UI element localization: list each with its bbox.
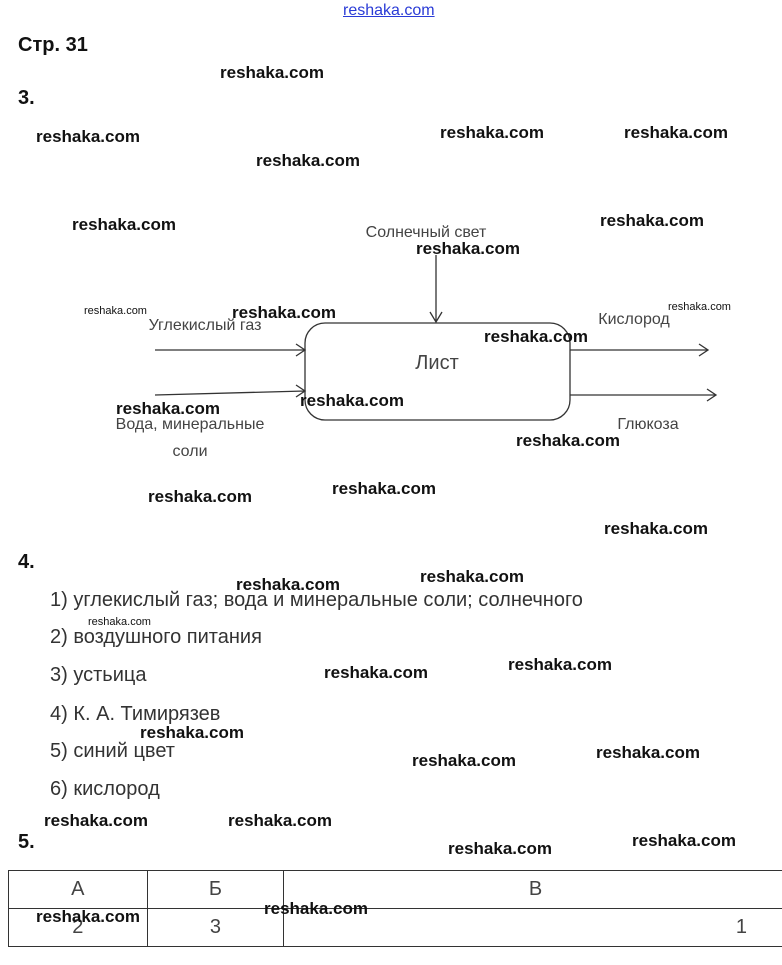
section-4-heading: 4. <box>18 551 35 573</box>
watermark: reshaka.com <box>256 151 360 170</box>
answer-item: 6) кислород <box>50 778 160 800</box>
label-co2: Углекислый газ <box>148 317 262 334</box>
watermark: reshaka.com <box>36 907 140 926</box>
oxygen-arrow <box>570 343 710 357</box>
watermark: reshaka.com <box>440 123 544 142</box>
watermark: reshaka.com <box>332 479 436 498</box>
answer-item: 2) воздушного питания <box>50 626 262 648</box>
label-sunlight: Солнечный свет <box>365 224 487 241</box>
glucose-arrow <box>570 388 718 402</box>
leaf-box <box>304 322 571 421</box>
page-number: Стр. 31 <box>18 34 88 56</box>
watermark: reshaka.com <box>596 743 700 762</box>
watermark: reshaka.com <box>508 655 612 674</box>
watermark: reshaka.com <box>36 127 140 146</box>
watermark: reshaka.com <box>300 391 404 410</box>
watermark: reshaka.com <box>88 616 151 628</box>
table-header: Б <box>146 870 285 909</box>
table-header: А <box>8 870 148 909</box>
watermark: reshaka.com <box>624 123 728 142</box>
table-cell: 2 <box>8 908 148 947</box>
watermark: reshaka.com <box>416 239 520 258</box>
label-oxygen: Кислород <box>598 311 670 328</box>
watermark: reshaka.com <box>148 487 252 506</box>
watermark: reshaka.com <box>44 811 148 830</box>
label-leaf: Лист <box>415 352 459 374</box>
watermark: reshaka.com <box>484 327 588 346</box>
answer-item: 1) углекислый газ; вода и минеральные со… <box>50 589 583 611</box>
watermark: reshaka.com <box>516 431 620 450</box>
label-glucose: Глюкоза <box>617 416 679 433</box>
table-cell: 1 <box>283 908 782 947</box>
watermark: reshaka.com <box>220 63 324 82</box>
watermark: reshaka.com <box>668 301 731 313</box>
watermark: reshaka.com <box>84 305 147 317</box>
watermark: reshaka.com <box>72 215 176 234</box>
watermark: reshaka.com <box>228 811 332 830</box>
table-cell: 3 <box>146 908 285 947</box>
label-water: Вода, минеральные <box>115 416 265 433</box>
watermark: reshaka.com <box>116 399 220 418</box>
watermark: reshaka.com <box>420 567 524 586</box>
watermark: reshaka.com <box>324 663 428 682</box>
answer-item: 3) устьица <box>50 664 147 686</box>
watermark: reshaka.com <box>448 839 552 858</box>
watermark: reshaka.com <box>236 575 340 594</box>
answer-item: 4) К. А. Тимирязев <box>50 703 221 725</box>
answer-item: 5) синий цвет <box>50 740 175 762</box>
section-3-heading: 3. <box>18 87 35 109</box>
watermark-link[interactable]: reshaka.com <box>343 2 435 19</box>
watermark: reshaka.com <box>140 723 244 742</box>
watermark: reshaka.com <box>604 519 708 538</box>
water-arrow <box>154 384 307 398</box>
label-water-2: соли <box>172 443 208 460</box>
section-5-heading: 5. <box>18 831 35 853</box>
co2-arrow <box>155 343 307 357</box>
watermark: reshaka.com <box>632 831 736 850</box>
watermark: reshaka.com <box>232 303 336 322</box>
watermark: reshaka.com <box>600 211 704 230</box>
sunlight-arrow <box>429 255 443 324</box>
watermark: reshaka.com <box>264 899 368 918</box>
watermark: reshaka.com <box>412 751 516 770</box>
